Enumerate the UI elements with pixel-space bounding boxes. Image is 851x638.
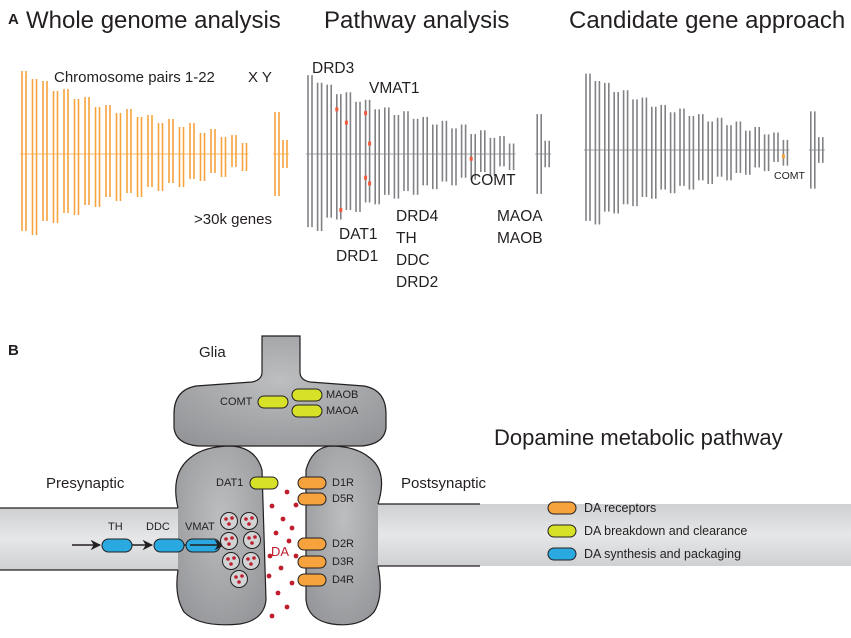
dopamine-molecule (266, 573, 272, 579)
dopamine-molecule (286, 538, 292, 544)
postsynaptic-label: Postsynaptic (401, 475, 487, 492)
maoa-label: MAOA (326, 405, 359, 417)
whole-genome-chromosomes (20, 71, 289, 235)
dopamine-molecule (284, 489, 290, 495)
gene-locus-marker (344, 120, 348, 125)
vesicle (220, 512, 238, 530)
maob-label: MAOB (326, 389, 359, 401)
candidate-gene-chromosomes (584, 73, 825, 225)
gene-locus-marker (364, 175, 368, 180)
vesicle (230, 570, 248, 588)
receptor-label-d4r: D4R (332, 574, 355, 586)
dat1-label: DAT1 (216, 477, 244, 489)
candidate-comt-label: COMT (774, 170, 805, 182)
gene-label-dat1: DAT1 (339, 226, 378, 243)
candidate-title: Candidate gene approach (569, 7, 846, 34)
receptor-d2r (297, 537, 327, 551)
panel-b-letter: B (8, 342, 19, 359)
whole-genome-title: Whole genome analysis (26, 7, 281, 34)
dopamine-molecule (273, 530, 279, 536)
pathway-diagram-title: Dopamine metabolic pathway (494, 425, 783, 450)
panel-a-letter: A (8, 11, 19, 28)
gene-locus-marker (335, 107, 339, 112)
comt-enzyme-glia (257, 395, 289, 409)
synaptic-cleft-dopamine (266, 489, 299, 619)
chromosome-pairs-label: Chromosome pairs 1-22 (54, 69, 215, 86)
dopamine-molecule (284, 604, 290, 610)
dopamine-vesicles (220, 512, 261, 588)
sex-chromosomes-label: X Y (248, 69, 272, 86)
gene-label-drd3: DRD3 (312, 60, 355, 77)
legend-swatch-breakdown (547, 524, 577, 538)
gene-locus-marker (364, 111, 368, 116)
legend-label-receptors: DA receptors (584, 501, 657, 515)
vesicle (242, 552, 260, 570)
receptor-label-d5r: D5R (332, 493, 355, 505)
th-label: TH (108, 521, 123, 533)
glia-cell (173, 335, 387, 447)
gene-label-drd2: DRD2 (396, 274, 439, 291)
gene-label-maob: MAOB (497, 230, 543, 247)
vmat-label: VMAT (185, 521, 215, 533)
receptor-d3r (297, 555, 327, 569)
receptor-label-d3r: D3R (332, 556, 355, 568)
gene-locus-marker (368, 181, 372, 186)
comt-glia-label: COMT (220, 396, 253, 408)
gene-locus-marker (339, 208, 343, 213)
maoa-enzyme (291, 404, 323, 418)
postsynaptic-neuron (305, 445, 851, 626)
legend-label-breakdown: DA breakdown and clearance (584, 524, 748, 538)
dopamine-molecule (269, 613, 275, 619)
vesicle (222, 552, 240, 570)
receptor-label-d1r: D1R (332, 477, 355, 489)
dopamine-molecule (267, 553, 273, 559)
dopamine-molecule (280, 516, 286, 522)
dopamine-molecule (289, 580, 295, 586)
receptor-label-d2r: D2R (332, 538, 355, 550)
ddc-enzyme (153, 538, 185, 553)
dopamine-molecule (293, 553, 299, 559)
dopamine-molecule (269, 503, 275, 509)
receptor-d1r (297, 476, 327, 490)
gene-label-th: TH (396, 230, 417, 247)
presynaptic-label: Presynaptic (46, 475, 125, 492)
legend-label-synthesis: DA synthesis and packaging (584, 547, 742, 561)
synthesis-pathway (72, 538, 226, 553)
gene-label-maoa: MAOA (497, 208, 543, 225)
gene-label-comt: COMT (470, 172, 516, 189)
legend-swatch-receptors (547, 501, 577, 515)
legend-swatch-synthesis (547, 547, 577, 561)
dopamine-label: DA (271, 544, 290, 559)
receptor-d5r (297, 492, 327, 506)
gene-label-vmat1: VMAT1 (369, 80, 420, 97)
dopamine-molecule (293, 502, 299, 508)
gene-label-ddc: DDC (396, 252, 430, 269)
vesicle (240, 512, 258, 530)
dopamine-molecule (275, 590, 281, 596)
th-enzyme (101, 538, 133, 553)
gene-label-drd1: DRD1 (336, 248, 379, 265)
vesicle (220, 532, 238, 550)
gene-count-label: >30k genes (194, 211, 272, 228)
dat1-transporter (249, 476, 279, 490)
receptor-d4r (297, 573, 327, 587)
vesicle (243, 531, 261, 549)
glia-label: Glia (199, 344, 226, 361)
ddc-label: DDC (146, 521, 170, 533)
gene-locus-marker (781, 154, 785, 159)
pathway-title: Pathway analysis (324, 7, 510, 34)
maob-enzyme (291, 388, 323, 402)
dopamine-molecule (289, 525, 295, 531)
gene-label-drd4: DRD4 (396, 208, 439, 225)
dopamine-molecule (278, 565, 284, 571)
gene-locus-marker (368, 141, 372, 146)
gene-locus-marker (469, 156, 473, 161)
pathway-chromosomes (306, 75, 552, 231)
